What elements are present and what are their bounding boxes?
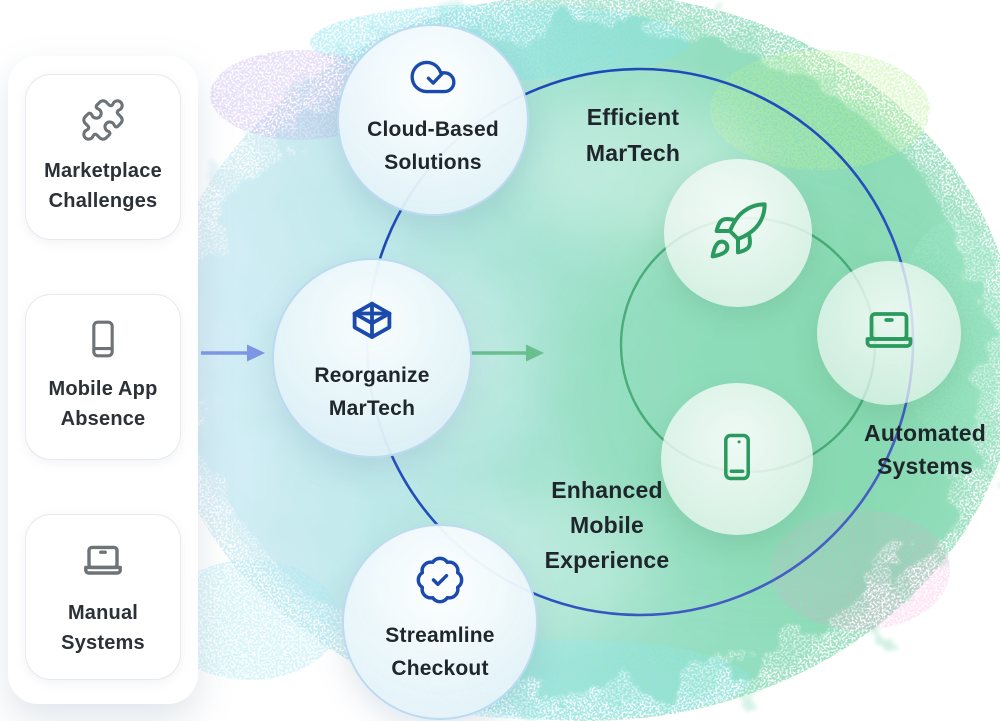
card-manual-systems: Manual Systems — [25, 514, 181, 680]
smartphone-icon — [81, 317, 125, 366]
challenges-panel: Marketplace Challenges Mobile App Absenc… — [8, 56, 198, 704]
cube-3d-icon — [343, 298, 401, 353]
badge-check-icon — [414, 554, 466, 611]
card-label: Manual Systems — [61, 602, 145, 654]
node-cloud-based-solutions: Cloud-Based Solutions — [337, 24, 529, 216]
label-enhanced-mobile-experience: Enhanced Mobile Experience — [544, 477, 670, 573]
card-marketplace-challenges: Marketplace Challenges — [25, 74, 181, 240]
card-label: Marketplace Challenges — [44, 160, 162, 212]
label-automated-systems: Automated Systems — [864, 420, 986, 479]
rocket-icon — [706, 199, 770, 268]
cloud-check-icon — [402, 52, 464, 107]
output-arrow — [471, 344, 544, 362]
node-enhanced-mobile-experience — [661, 383, 813, 535]
laptop-icon — [79, 537, 127, 590]
card-mobile-app-absence: Mobile App Absence — [25, 294, 181, 460]
node-label: Streamline Checkout — [385, 624, 495, 680]
label-efficient-martech: Efficient MarTech — [585, 104, 681, 166]
smartphone-icon — [709, 429, 765, 490]
node-automated-systems — [817, 261, 961, 405]
input-arrow — [201, 344, 265, 362]
card-label: Mobile App Absence — [48, 378, 158, 430]
node-efficient-martech — [664, 159, 812, 307]
node-label: Reorganize MarTech — [314, 364, 430, 420]
puzzle-icon — [80, 97, 126, 148]
node-reorganize-martech: Reorganize MarTech — [272, 258, 472, 458]
node-label: Cloud-Based Solutions — [367, 118, 499, 174]
node-streamline-checkout: Streamline Checkout — [342, 524, 538, 720]
laptop-icon — [859, 301, 919, 366]
